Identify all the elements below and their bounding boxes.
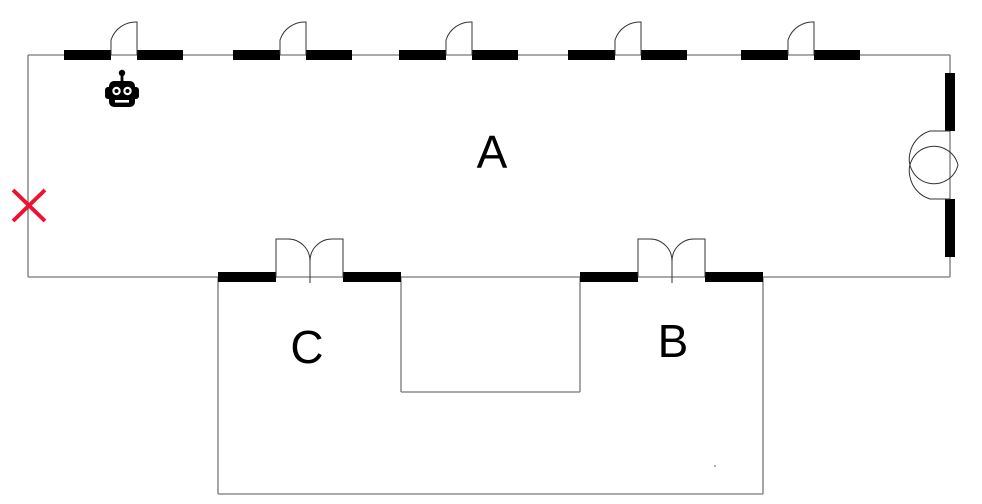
top-door-3[interactable] (445, 21, 473, 55)
top-door-5[interactable] (787, 21, 815, 55)
room-b-label: B (658, 315, 689, 367)
room-c-label: C (290, 321, 323, 373)
room-b-double-door[interactable] (637, 238, 706, 283)
top-door-4[interactable] (614, 21, 642, 55)
rooms-bc-outline (217, 277, 764, 495)
right-double-door[interactable] (908, 130, 959, 200)
room-c-double-door[interactable] (275, 238, 344, 283)
top-door-2[interactable] (279, 21, 307, 55)
room-a-label: A (477, 126, 508, 178)
cross-mark-icon (11, 188, 47, 223)
speck-dot (714, 465, 716, 467)
top-door-1[interactable] (110, 21, 138, 55)
robot-icon (105, 69, 139, 107)
